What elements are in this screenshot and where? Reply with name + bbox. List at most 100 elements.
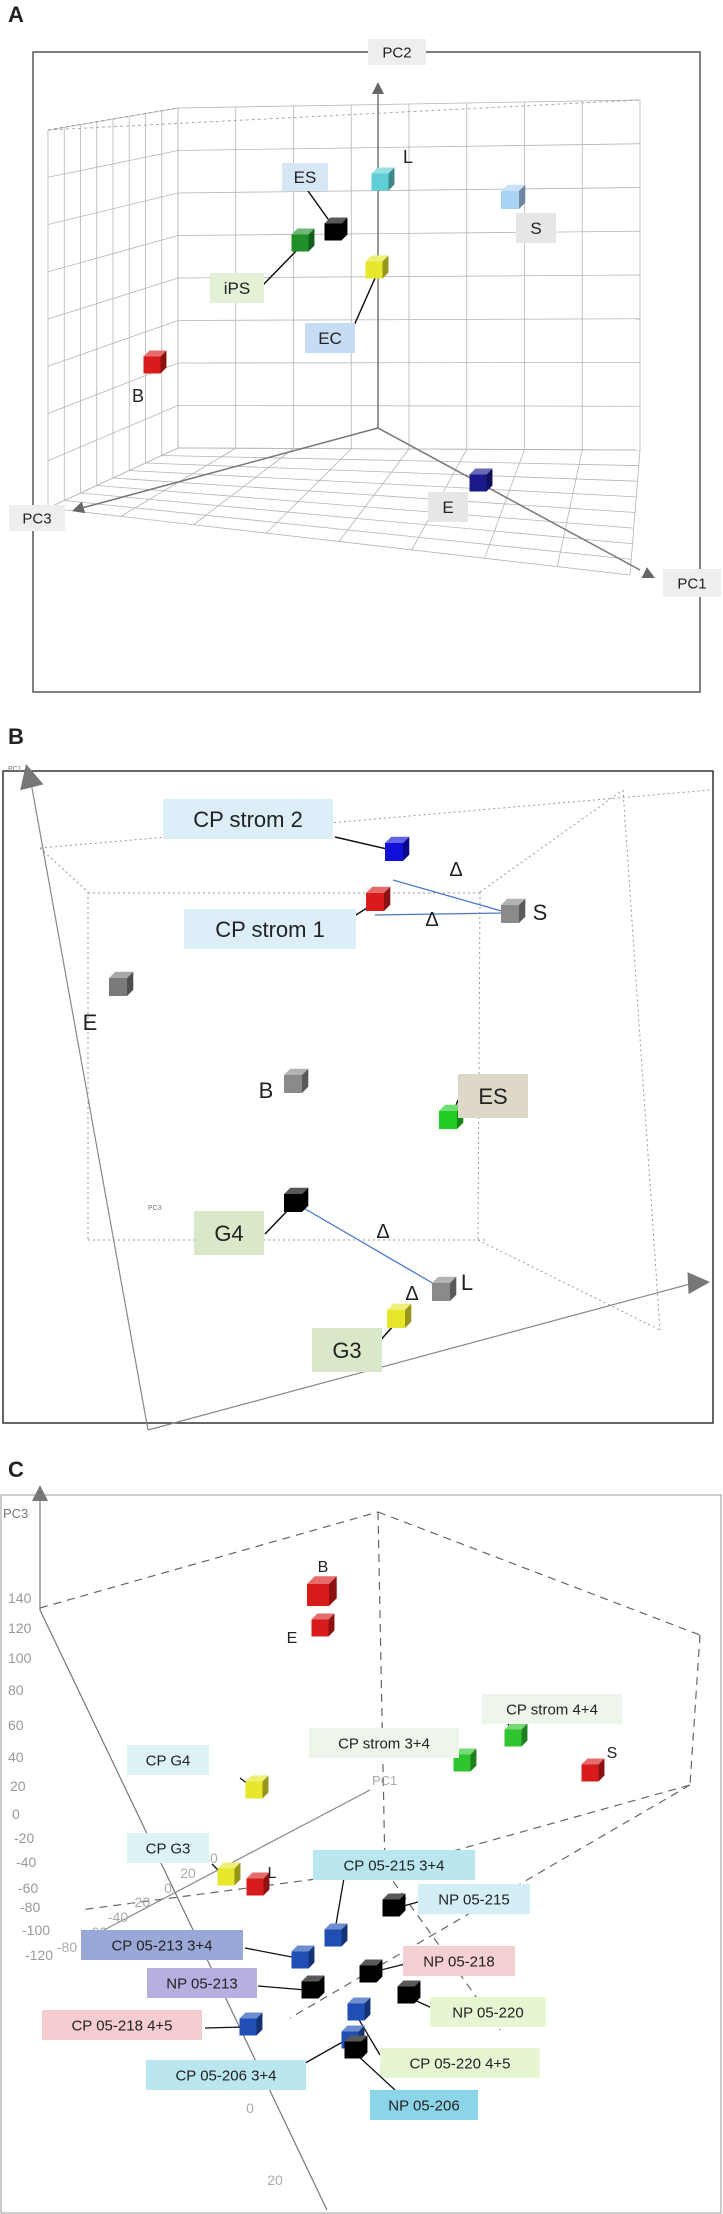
axis-a-pc1-label-bg [663,569,721,597]
tick-c-pc3-100-12: -100 [22,1922,50,1938]
point-a-e [469,468,493,492]
point-b-g3-label: G3 [312,1328,382,1372]
box-c-edge [377,1511,386,1871]
grid-a-line [177,447,641,451]
point-c-cp-g3-label-bg [127,1833,209,1863]
point-c-np-05-218-label: NP 05-218 [403,1946,515,1976]
axis-b-pc1-arrow [20,764,44,791]
point-c-cp-g3 [217,1862,241,1886]
point-c-cp-05-218-4-5-label-bg [42,2010,202,2040]
point-c-cp-05-213-3-4-top [291,1945,315,1952]
point-c-cp-05-215-3-4-side [341,1923,348,1947]
point-c-cp-05-220-4-5-label: CP 05-220 4+5 [380,2048,540,2078]
point-c-cp-strom-3-4-side [470,1748,477,1772]
tick-c-pc1-4: -40 [108,1909,128,1925]
axis-b-pc1-label: PC1 [8,766,22,773]
point-a-ec-label: EC [305,323,355,353]
chart-a-grid [47,99,641,576]
point-c-cp-05-215-3-4-label-text: CP 05-215 3+4 [343,1857,444,1874]
point-c-cp-05-215-3-4-top [324,1923,348,1930]
point-c-s-side [598,1758,605,1782]
point-b-g3 [387,1303,412,1328]
box-c-edge [384,1784,691,1871]
point-c-cp-strom-4-4 [504,1723,528,1747]
point-a-es [324,217,348,241]
point-b-l-front [432,1283,450,1301]
grid-a-edge [47,107,179,131]
point-c-cp-g3-label: CP G3 [127,1833,209,1863]
axis-a-pc1-arrow [641,567,655,578]
tick-c-front-0: 0 [246,2100,254,2116]
grid-a-line [484,449,525,559]
point-c-cp-05-218-4-5-leader [204,2026,246,2029]
box-b-edge [39,847,89,893]
point-c-e-front [311,1619,329,1637]
point-c-np-05-220-label-bg [430,1997,546,2027]
box-b-edge [477,891,481,1241]
point-c-cp-g4-side [262,1775,269,1799]
point-a-ec-front [365,261,383,279]
panel-letter-c: C [8,1457,24,1482]
point-c-cp-05-220-4-5-top [347,1997,371,2004]
box-b-edge [622,789,661,1331]
point-c-np-05-220-label-text: NP 05-220 [452,2004,523,2021]
point-c-np-05-218-label-bg [403,1946,515,1976]
tick-c-pc3-40-9: -40 [16,1854,36,1870]
tick-c-pc3-20-6: 20 [10,1778,26,1794]
point-a-b-top [143,350,167,357]
grid-a-line [161,455,639,467]
point-a-e-top [469,468,493,475]
point-c-np-05-215-side [399,1893,406,1917]
point-c-cp-g4-front [245,1781,263,1799]
point-c-b-top [307,1576,337,1584]
point-c-s-top [581,1758,605,1765]
axis-b-pc3-label: PC3 [148,1205,162,1212]
point-c-l [246,1872,270,1896]
point-c-cp-strom-3-4 [453,1748,477,1772]
point-c-np-05-213-top [301,1975,325,1982]
tick-c-pc3-60-4: 60 [8,1717,24,1733]
point-b-e-side [127,971,134,996]
point-a-ips-label-bg [210,273,264,303]
point-c-cp-05-218-4-5-label-text: CP 05-218 4+5 [71,2017,172,2034]
point-a-s-label-bg [516,213,556,243]
point-a-es-label: ES [282,163,328,191]
point-b-cp-strom-2-side [403,836,410,861]
axis-a-pc2-label-text: PC2 [382,44,411,61]
point-b-es-front [439,1111,457,1129]
point-c-np-05-218-side [376,1959,383,1983]
tick-c-pc3-80-3: 80 [8,1682,24,1698]
point-b-b-front [284,1075,302,1093]
grid-a-line [47,320,179,367]
point-b-es-label-bg [458,1074,528,1118]
point-b-g4-label: G4 [194,1211,264,1255]
chart-c: PC3PC1140120100806040200-20-40-60-80-100… [0,1485,722,2214]
point-a-es-top [324,217,348,224]
point-b-e [109,971,134,996]
point-a-e-side [486,468,493,492]
box-c-edge [79,1869,386,1911]
point-c-np-05-206-label: NP 05-206 [370,2090,478,2120]
tick-c-pc3-120-13: -120 [25,1947,53,1963]
axis-a-pc3-label: PC3 [9,505,65,531]
delta-symbol-b-2: Δ [425,909,438,931]
point-b-s-label: S [533,900,548,925]
tick-c-pc1-3: -20 [130,1894,150,1910]
point-c-cp-g3-front [217,1868,235,1886]
point-c-e-side [328,1613,335,1637]
point-a-ips-front [291,234,309,252]
point-b-cp-strom-2-label: CP strom 2 [163,799,333,839]
point-c-cp-strom-4-4-label-bg [482,1694,622,1724]
point-a-s-side [519,184,526,209]
point-c-l-front [246,1878,264,1896]
point-c-cp-05-220-4-5-front [347,2003,365,2021]
axis-a-pc1-label: PC1 [663,569,721,597]
point-c-np-05-215-label-bg [418,1884,530,1914]
box-c-edge [377,1511,701,1636]
point-b-g4-front [284,1194,302,1212]
grid-a-line [177,362,641,364]
point-a-e-label-text: E [442,498,453,517]
point-c-cp-05-220-4-5-leader [357,2017,381,2056]
